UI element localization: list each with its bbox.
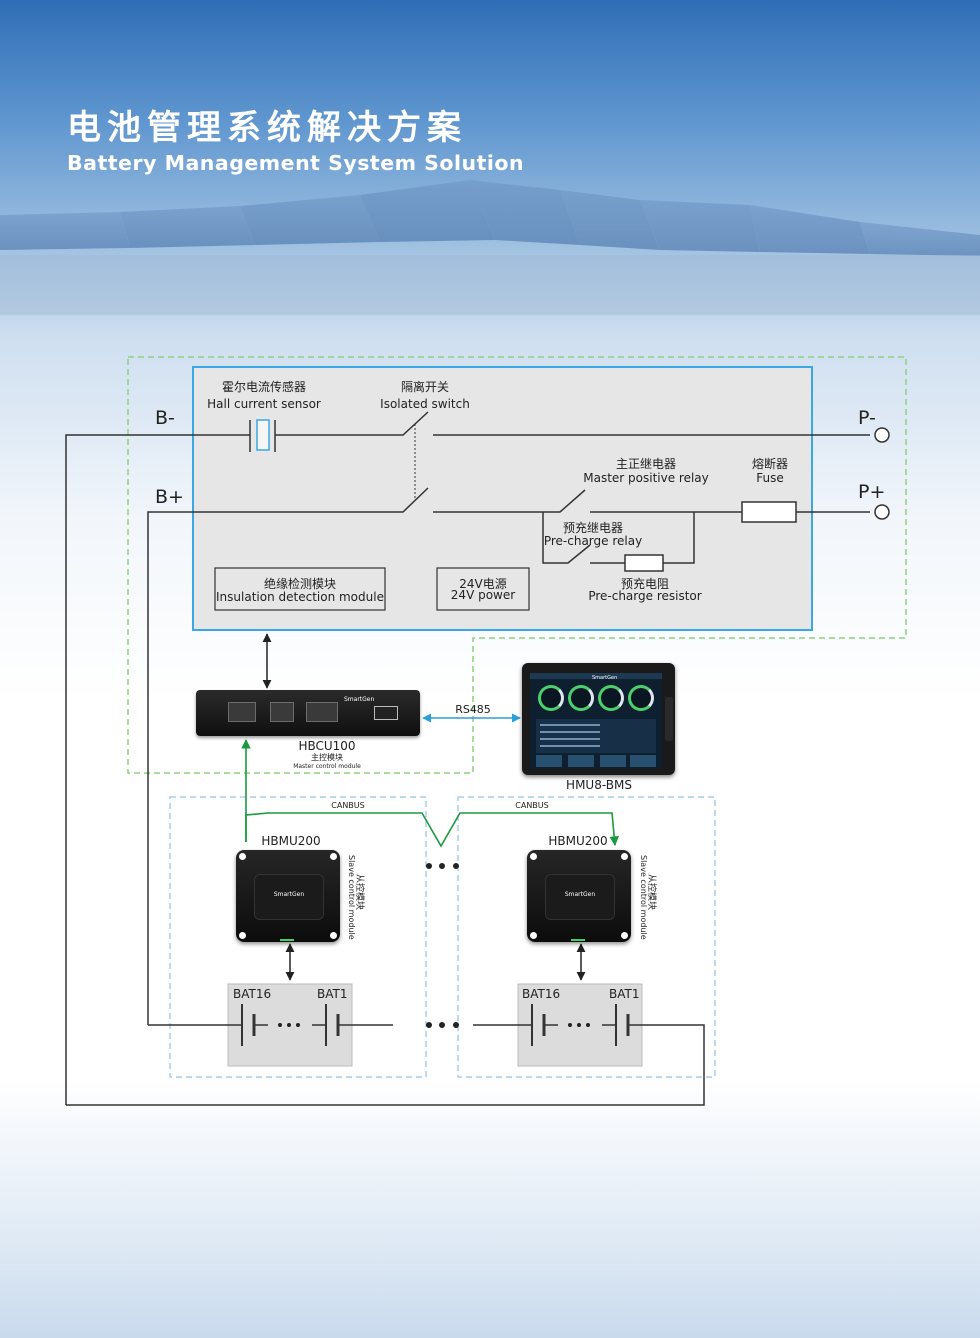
hmu-data-row <box>540 731 600 733</box>
slave-area-right <box>457 796 716 1078</box>
mount-hole <box>330 932 337 939</box>
slave-area-left <box>169 796 427 1078</box>
rs485-label: RS485 <box>455 703 491 716</box>
hmu-side-buttons <box>665 697 673 741</box>
b-plus-circuit <box>147 487 870 1025</box>
mount-hole <box>530 932 537 939</box>
hmu-brand: SmartGen <box>592 675 618 681</box>
hbcu-port <box>306 702 338 722</box>
battery-pack-left <box>227 983 353 1067</box>
gauge-icon <box>538 685 564 711</box>
isolated-switch-label-cn: 隔离开关 <box>401 379 449 394</box>
switch-box <box>192 366 813 631</box>
hbmu-brand: SmartGen <box>564 891 596 898</box>
precharge-relay-label-en: Pre-charge relay <box>544 534 642 548</box>
power-label-en: 24V power <box>451 588 515 602</box>
mount-hole <box>530 853 537 860</box>
hmu-tab <box>536 755 562 767</box>
p-plus-label: P+ <box>858 481 885 503</box>
mount-hole <box>621 932 628 939</box>
gauge-icon <box>568 685 594 711</box>
hmu-tab <box>600 755 626 767</box>
hmu-tab <box>630 755 656 767</box>
insulation-label-en: Insulation detection module <box>216 590 384 604</box>
hmu-data-row <box>540 745 600 747</box>
slave-label-right-en: Slave control module <box>639 855 648 940</box>
bat1-label-left: BAT1 <box>317 987 347 1001</box>
bat16-label-left: BAT16 <box>233 987 271 1001</box>
hbcu-port <box>228 702 256 722</box>
string-ellipsis <box>426 1022 459 1028</box>
p-minus-label: P- <box>858 407 876 429</box>
hbmu-led <box>280 939 294 941</box>
master-relay-label-en: Master positive relay <box>583 471 709 485</box>
p-plus-terminal <box>874 504 890 520</box>
precharge-relay-label-cn: 预充继电器 <box>563 520 623 535</box>
hmu-data-row <box>540 724 600 726</box>
hbmu-face: SmartGen <box>545 874 615 920</box>
master-area-outline <box>127 356 907 774</box>
hmu-data-panel <box>536 719 656 753</box>
gauge-icon <box>628 685 654 711</box>
hbmu200-device-left: SmartGen <box>236 850 340 942</box>
insulation-module-box <box>214 567 386 611</box>
module-ellipsis <box>426 863 459 869</box>
b-plus-label: B+ <box>155 486 184 508</box>
hmu-data-row <box>540 738 600 740</box>
b-minus-label: B- <box>155 407 175 429</box>
slave-label-right: Slave control module 从控模块 <box>639 855 658 940</box>
bat16-label-right: BAT16 <box>522 987 560 1001</box>
slave-label-left-en: Slave control module <box>347 855 356 940</box>
hmu-screen: SmartGen <box>530 673 662 769</box>
slave-label-left: Slave control module 从控模块 <box>347 855 366 940</box>
bat1-label-right: BAT1 <box>609 987 639 1001</box>
master-relay-label-cn: 主正继电器 <box>616 457 676 471</box>
hmu8-bms-device: SmartGen <box>522 663 675 775</box>
precharge-resistor-label-en: Pre-charge resistor <box>588 589 701 603</box>
hbmu-name-right: HBMU200 <box>548 834 607 848</box>
hbmu-face: SmartGen <box>254 874 324 920</box>
hbmu-led <box>571 939 585 941</box>
power-box <box>436 567 530 611</box>
p-minus-terminal <box>874 427 890 443</box>
hbcu-label-en: Master control module <box>293 763 361 770</box>
hmu-name: HMU8-BMS <box>566 778 632 792</box>
canbus-label-right: CANBUS <box>515 801 548 810</box>
canbus-line <box>245 812 619 848</box>
fuse-label-cn: 熔断器 <box>752 456 788 471</box>
hbmu-name-left: HBMU200 <box>261 834 320 848</box>
fuse-label-en: Fuse <box>756 471 784 485</box>
mount-hole <box>621 853 628 860</box>
slave-label-left-cn: 从控模块 <box>354 874 366 910</box>
hall-sensor-label-en: Hall current sensor <box>207 397 321 411</box>
hbcu-name: HBCU100 <box>298 739 355 753</box>
isolated-switch-label-en: Isolated switch <box>380 397 470 411</box>
hmu-status-bar <box>530 673 662 679</box>
solar-panel-background <box>0 180 980 315</box>
battery-string <box>66 1004 705 1106</box>
cell-ellipsis <box>278 1023 590 1027</box>
gauge-icon <box>598 685 624 711</box>
hbcu-label-cn: 主控模块 <box>311 752 343 762</box>
hbcu-terminal <box>374 706 398 720</box>
precharge-resistor-label-cn: 预充电阻 <box>621 576 669 591</box>
hbmu200-device-right: SmartGen <box>527 850 631 942</box>
mount-hole <box>330 853 337 860</box>
mount-hole <box>239 932 246 939</box>
b-minus-circuit <box>65 411 870 1105</box>
hbmu-brand: SmartGen <box>273 891 305 898</box>
slave-label-right-cn: 从控模块 <box>646 874 658 910</box>
page-title-cn: 电池管理系统解决方案 <box>67 108 467 148</box>
power-label-cn: 24V电源 <box>459 577 506 591</box>
page-title-en: Battery Management System Solution <box>67 151 525 175</box>
insulation-label-cn: 绝缘检测模块 <box>264 576 336 591</box>
hbcu100-device: SmartGen <box>196 690 420 736</box>
hall-sensor-label-cn: 霍尔电流传感器 <box>222 379 306 394</box>
hbcu-brand: SmartGen <box>344 696 375 703</box>
mount-hole <box>239 853 246 860</box>
hmu-tab <box>568 755 594 767</box>
canbus-label-left: CANBUS <box>331 801 364 810</box>
hbcu-port <box>270 702 294 722</box>
